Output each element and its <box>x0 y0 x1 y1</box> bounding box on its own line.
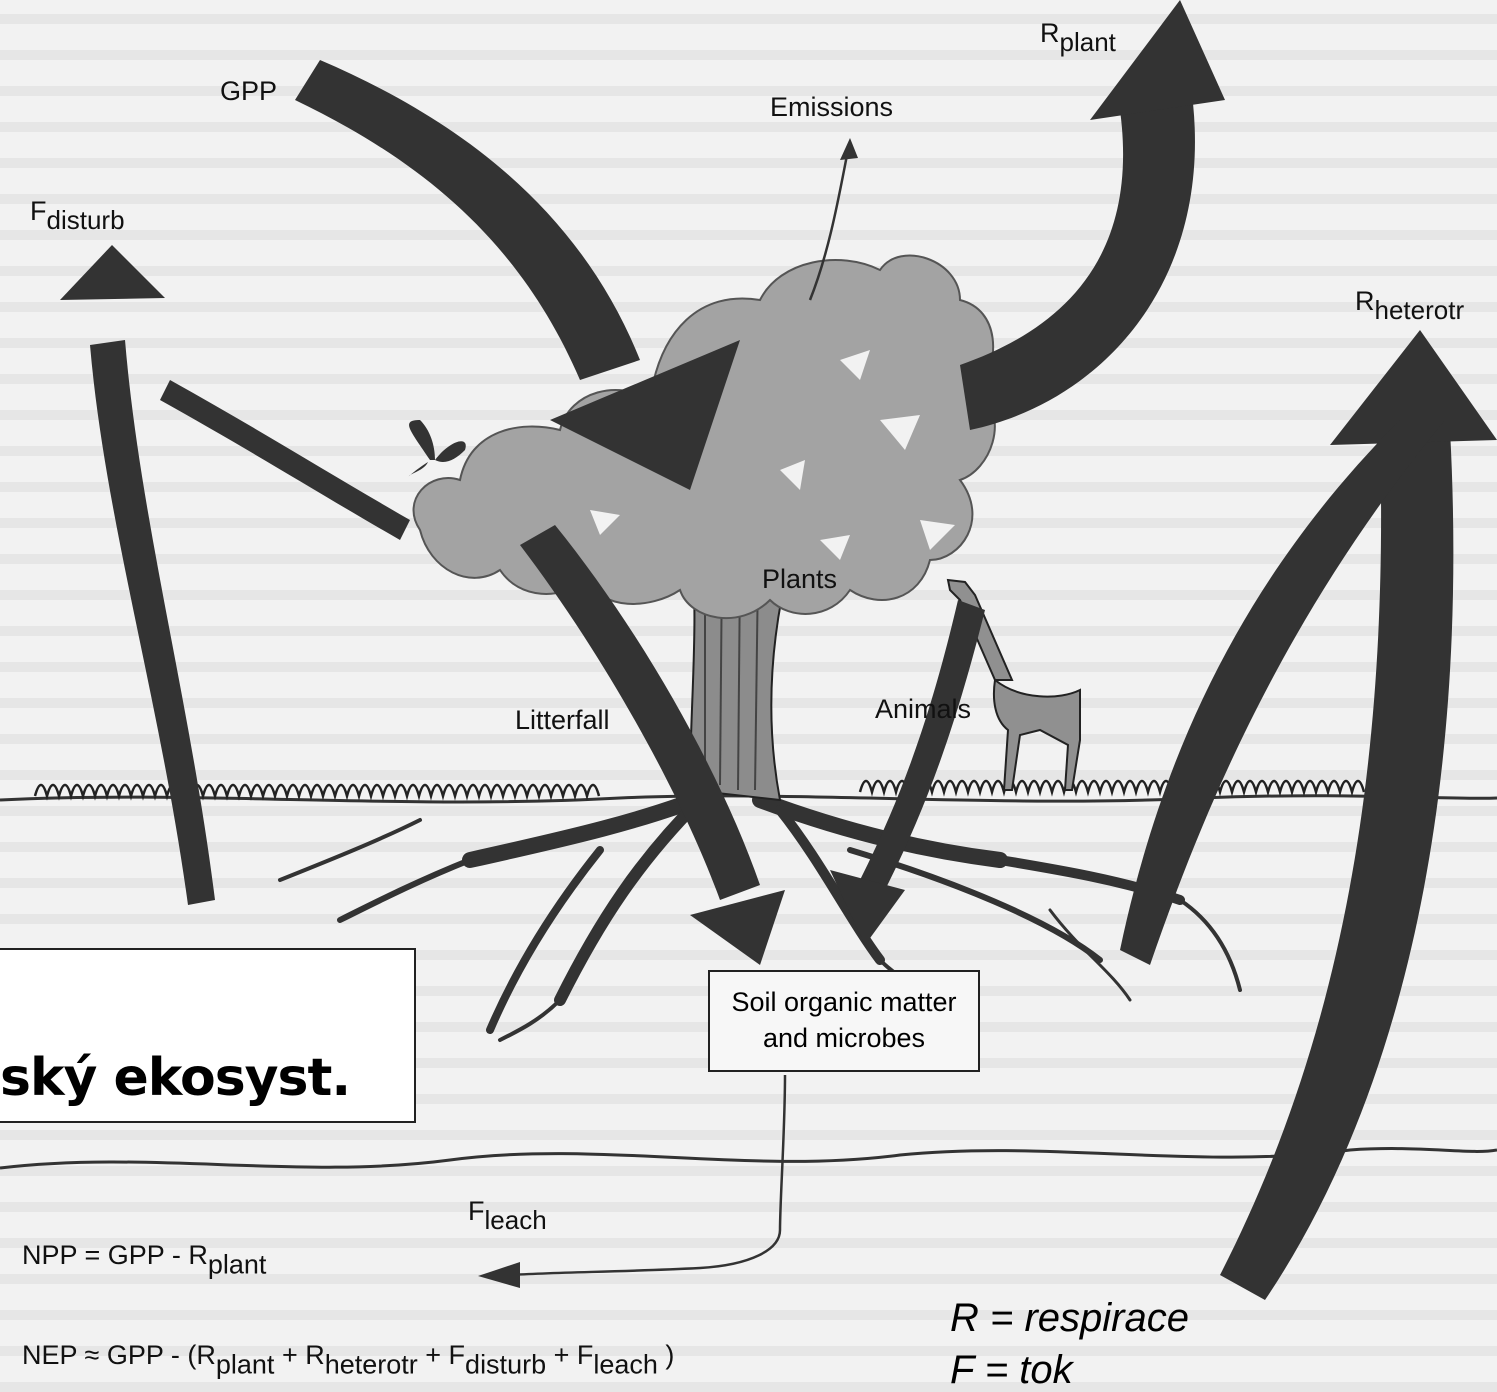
nep-s4: leach <box>593 1349 658 1379</box>
slide-title-fragment: ský ekosyst. <box>0 1048 350 1108</box>
nep-p1: NEP ≈ GPP - (R <box>22 1340 216 1370</box>
nep-s3: disturb <box>465 1349 546 1379</box>
nep-p5: ) <box>658 1340 675 1370</box>
npp-formula-sub: plant <box>208 1249 267 1279</box>
r-plant-sub: plant <box>1060 27 1116 57</box>
nep-s1: plant <box>216 1349 275 1379</box>
r-heterotr-sub: heterotr <box>1375 295 1465 325</box>
nep-p4: + F <box>546 1340 593 1370</box>
soil-box-line2: and microbes <box>710 1020 978 1056</box>
nep-s2: heterotr <box>325 1349 418 1379</box>
f-leach-label: Fleach <box>468 1198 547 1233</box>
plants-label: Plants <box>762 566 837 593</box>
legend-tok: F = tok <box>950 1350 1073 1390</box>
gpp-label: GPP <box>220 78 277 105</box>
litterfall-label: Litterfall <box>515 707 610 734</box>
npp-formula-prefix: NPP = GPP - R <box>22 1240 208 1270</box>
r-heterotr-label: Rheterotr <box>1355 288 1464 323</box>
animals-label: Animals <box>875 696 971 723</box>
f-disturb-label: Fdisturb <box>30 198 125 233</box>
r-plant-main: R <box>1040 18 1060 48</box>
soil-box-line1: Soil organic matter <box>710 984 978 1020</box>
f-disturb-sub: disturb <box>47 205 125 235</box>
npp-formula: NPP = GPP - Rplant <box>22 1240 266 1280</box>
soil-organic-matter-box: Soil organic matter and microbes <box>708 970 980 1072</box>
nep-formula: NEP ≈ GPP - (Rplant + Rheterotr + Fdistu… <box>22 1340 674 1380</box>
nep-p2: + R <box>274 1340 324 1370</box>
legend-respirace: R = respirace <box>950 1298 1189 1338</box>
f-leach-sub: leach <box>485 1205 547 1235</box>
nep-p3: + F <box>418 1340 465 1370</box>
r-plant-label: Rplant <box>1040 20 1116 55</box>
slide-title-box: ský ekosyst. <box>0 948 416 1123</box>
emissions-label: Emissions <box>770 94 893 121</box>
f-leach-main: F <box>468 1196 485 1226</box>
f-disturb-main: F <box>30 196 47 226</box>
r-heterotr-main: R <box>1355 286 1375 316</box>
